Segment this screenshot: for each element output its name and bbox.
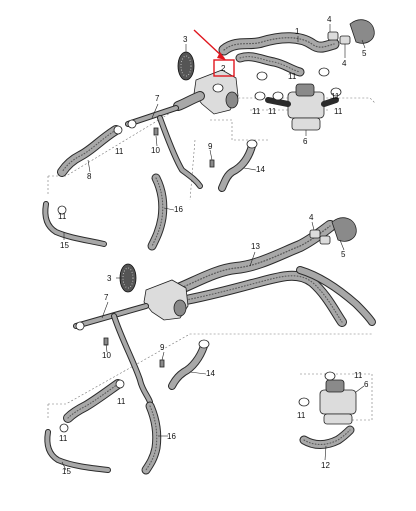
part-8-hose (57, 125, 123, 177)
part-7-pipe-lower (73, 303, 153, 405)
upper-callout-11f: 11 (115, 147, 124, 156)
lower-callout-3: 3 (107, 274, 112, 283)
lower-callout-11d: 11 (297, 411, 306, 420)
part-4-and-5-connectors (327, 19, 375, 45)
upper-callout-9: 9 (208, 142, 213, 151)
upper-clamps (57, 67, 342, 215)
upper-callouts: 1 2 3 4 4 5 6 7 8 9 10 11 11 11 11 11 11… (58, 15, 367, 250)
lower-assembly: 3 4 5 6 7 9 10 11 11 11 11 12 13 14 15 1… (44, 213, 376, 476)
upper-leader-lines (63, 24, 366, 240)
lower-callout-9: 9 (160, 343, 165, 352)
part-3-gasket (177, 51, 195, 81)
lower-callout-14: 14 (206, 369, 215, 378)
lower-callout-11b: 11 (59, 434, 68, 443)
part-12-hose (299, 425, 355, 449)
upper-callout-4: 4 (327, 15, 332, 24)
part-6-valve (265, 83, 339, 131)
item-2-highlight (193, 29, 235, 77)
item-2-arrow-head (217, 52, 226, 60)
upper-callout-11b: 11 (252, 107, 261, 116)
part-1-coolant-hose (218, 32, 340, 77)
part-10-bolt (153, 127, 159, 136)
upper-callout-16: 16 (174, 205, 183, 214)
lower-callout-16: 16 (167, 432, 176, 441)
lower-hose-left (63, 379, 123, 423)
item-2-highlight-arrow (193, 29, 225, 59)
lower-callout-7: 7 (104, 293, 109, 302)
lower-callout-11c: 11 (354, 371, 363, 380)
upper-callout-10: 10 (151, 146, 160, 155)
upper-callout-11c: 11 (268, 107, 277, 116)
upper-callout-8: 8 (87, 172, 92, 181)
coolant-flange-housing (173, 69, 239, 115)
part-7-pipe (125, 105, 179, 129)
upper-callout-11a: 11 (288, 72, 297, 81)
part-15-pipe (42, 201, 107, 247)
part-15-pipe-lower (44, 429, 111, 473)
part-4-and-5-connectors-lower (309, 217, 357, 245)
lower-callout-15: 15 (62, 467, 71, 476)
part-6-valve-lower (319, 379, 357, 425)
lower-callouts: 3 4 5 6 7 9 10 11 11 11 11 12 13 14 15 1… (59, 213, 369, 476)
lower-callout-13: 13 (251, 242, 260, 251)
lower-callout-5: 5 (341, 250, 346, 259)
part-9-bolt-lower (159, 359, 165, 368)
part-10-bolt-lower (103, 337, 109, 346)
upper-callout-2: 2 (221, 64, 226, 73)
upper-callout-5: 5 (362, 49, 367, 58)
lower-callout-12: 12 (321, 461, 330, 470)
lower-callout-11a: 11 (117, 397, 126, 406)
upper-callout-7: 7 (155, 94, 160, 103)
upper-assembly: 1 2 3 4 4 5 6 7 8 9 10 11 11 11 11 11 11… (42, 15, 376, 251)
connector-pipe-upper (157, 115, 203, 189)
item-2-highlight-box (213, 59, 235, 77)
lower-clamps (59, 321, 336, 433)
lower-callout-10: 10 (102, 351, 111, 360)
upper-callout-4b: 4 (342, 59, 347, 68)
lower-callout-6: 6 (364, 380, 369, 389)
upper-callout-1: 1 (295, 27, 300, 36)
coolant-flange-housing-lower (143, 279, 189, 321)
upper-callout-11e: 11 (334, 107, 343, 116)
part-14-hose-lower (168, 339, 210, 390)
lower-callout-4: 4 (309, 213, 314, 222)
upper-callout-14: 14 (256, 165, 265, 174)
upper-callout-3: 3 (183, 35, 188, 44)
part-16-hose-lower (141, 401, 162, 475)
upper-callout-15: 15 (60, 241, 69, 250)
upper-callout-6: 6 (303, 137, 308, 146)
lower-leader-lines (61, 221, 365, 471)
part-16-hose (147, 173, 168, 251)
upper-callout-11d: 11 (331, 92, 340, 101)
upper-callout-11g: 11 (58, 212, 67, 221)
part-9-bolt (209, 159, 215, 168)
lower-dashed-outline (47, 333, 373, 421)
part-3-gasket-lower (119, 263, 137, 293)
part-14-hose (218, 139, 258, 192)
